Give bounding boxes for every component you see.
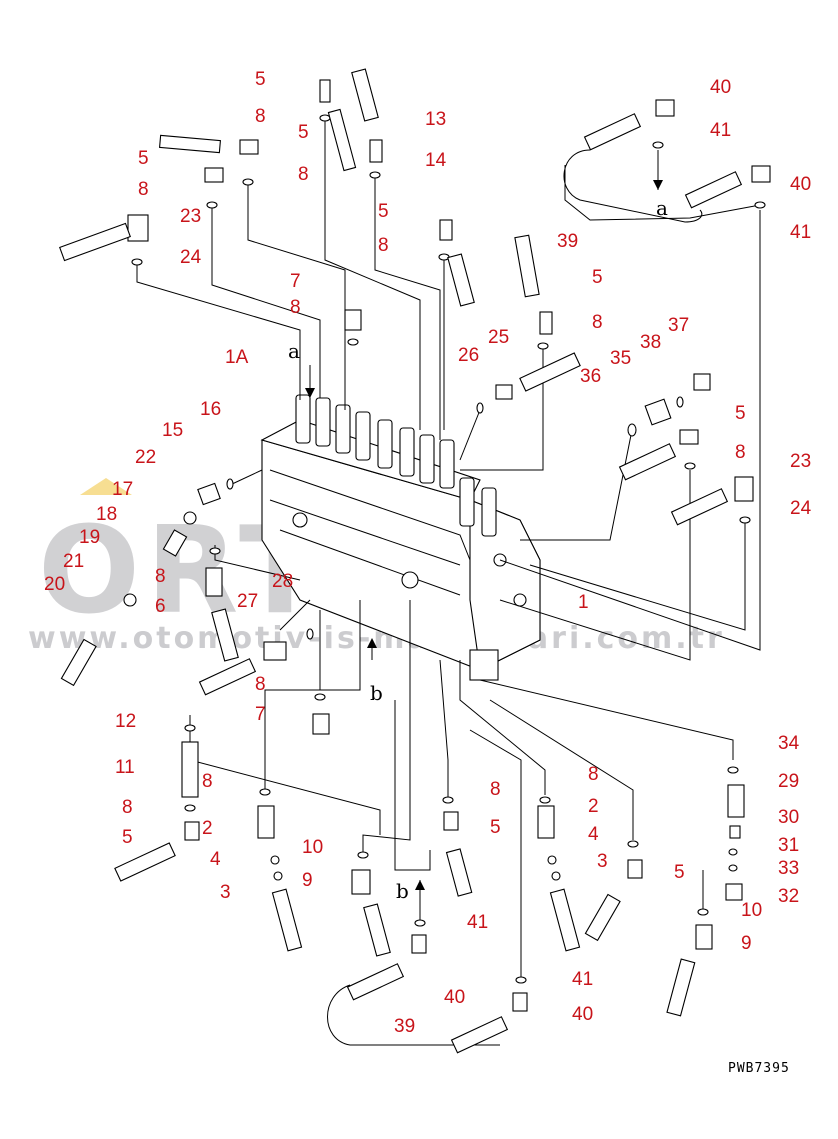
callout-label: 25	[488, 327, 509, 348]
callout-label: 41	[790, 222, 811, 243]
callout-label: 8	[122, 797, 133, 818]
callout-label: 9	[302, 870, 313, 891]
callout-label: 1	[578, 592, 589, 613]
callout-label: 32	[778, 886, 799, 907]
callout-label: 8	[155, 566, 166, 587]
callout-label: 3	[597, 851, 608, 872]
callout-label: 10	[302, 837, 323, 858]
callout-label: 39	[394, 1016, 415, 1037]
callout-label: 30	[778, 807, 799, 828]
callout-label: 35	[610, 348, 631, 369]
callout-labels: 5 8 5 5 8 13 14 40 41 40 41 39 8 23 24 5…	[44, 69, 812, 1037]
view-markers: a a b b	[288, 196, 668, 903]
view-marker-a-2: a	[656, 196, 668, 220]
callout-label: 5	[122, 827, 133, 848]
callout-label: 8	[490, 779, 501, 800]
callout-label: 5	[255, 69, 266, 90]
callout-label: 33	[778, 858, 799, 879]
callout-label: 8	[202, 771, 213, 792]
callout-label: 8	[378, 235, 389, 256]
callout-label: 5	[735, 403, 746, 424]
callout-label: 5	[138, 148, 149, 169]
view-marker-a-1: a	[288, 339, 300, 363]
control-valve-body	[260, 394, 541, 681]
callout-label: 40	[444, 987, 465, 1008]
parts	[59, 68, 771, 1054]
callout-label: 15	[162, 420, 183, 441]
callout-label: 34	[778, 733, 800, 754]
callout-label: 24	[180, 247, 202, 268]
callout-label: 8	[588, 764, 599, 785]
callout-label: 8	[255, 106, 266, 127]
callout-label: 41	[710, 120, 731, 141]
callout-label: 23	[180, 206, 201, 227]
callout-label: 21	[63, 551, 84, 572]
callout-label: 8	[735, 442, 746, 463]
callout-label: 2	[588, 796, 599, 817]
callout-label: 14	[425, 150, 447, 171]
drawing-code: PWB7395	[728, 1061, 790, 1076]
callout-label: 36	[580, 366, 601, 387]
callout-label: 31	[778, 835, 799, 856]
callout-label: 40	[710, 77, 731, 98]
leader-lines	[136, 118, 761, 1046]
callout-label: 27	[237, 591, 258, 612]
callout-label: 5	[592, 267, 603, 288]
callout-label: 5	[674, 862, 685, 883]
callout-label: 5	[490, 817, 501, 838]
callout-label: 12	[115, 711, 136, 732]
callout-label: 24	[790, 498, 812, 519]
callout-label: 26	[458, 345, 479, 366]
callout-label: 17	[112, 479, 133, 500]
callout-label: 16	[200, 399, 221, 420]
callout-label: 22	[135, 447, 156, 468]
callout-label: 8	[298, 164, 309, 185]
callout-label: 8	[138, 179, 149, 200]
callout-label: 2	[202, 818, 213, 839]
callout-label: 3	[220, 882, 231, 903]
callout-label: 8	[592, 312, 603, 333]
callout-label: 10	[741, 900, 762, 921]
callout-label: 5	[378, 201, 389, 222]
callout-label: 13	[425, 109, 446, 130]
callout-label: 29	[778, 771, 799, 792]
view-marker-b-2: b	[396, 879, 409, 903]
callout-label: 41	[467, 912, 488, 933]
callout-label: 6	[155, 596, 166, 617]
callout-label: 4	[210, 849, 221, 870]
callout-label: 40	[572, 1004, 593, 1025]
callout-label: 41	[572, 969, 593, 990]
callout-label: 40	[790, 174, 811, 195]
callout-label: 11	[115, 757, 135, 778]
callout-label: 8	[290, 297, 301, 318]
callout-label: 38	[640, 332, 661, 353]
callout-label: 7	[255, 704, 266, 725]
view-marker-b-1: b	[370, 681, 383, 705]
callout-label: 5	[298, 122, 309, 143]
callout-label: 18	[96, 504, 117, 525]
callout-label: 9	[741, 933, 752, 954]
callout-label: 1A	[225, 347, 249, 368]
callout-label: 23	[790, 451, 811, 472]
callout-label: 8	[255, 674, 266, 695]
callout-label: 19	[79, 527, 100, 548]
callout-label: 28	[272, 571, 293, 592]
callout-label: 4	[588, 824, 599, 845]
callout-label: 37	[668, 315, 689, 336]
callout-label: 7	[290, 271, 301, 292]
callout-label: 20	[44, 574, 65, 595]
callout-label: 39	[557, 231, 578, 252]
